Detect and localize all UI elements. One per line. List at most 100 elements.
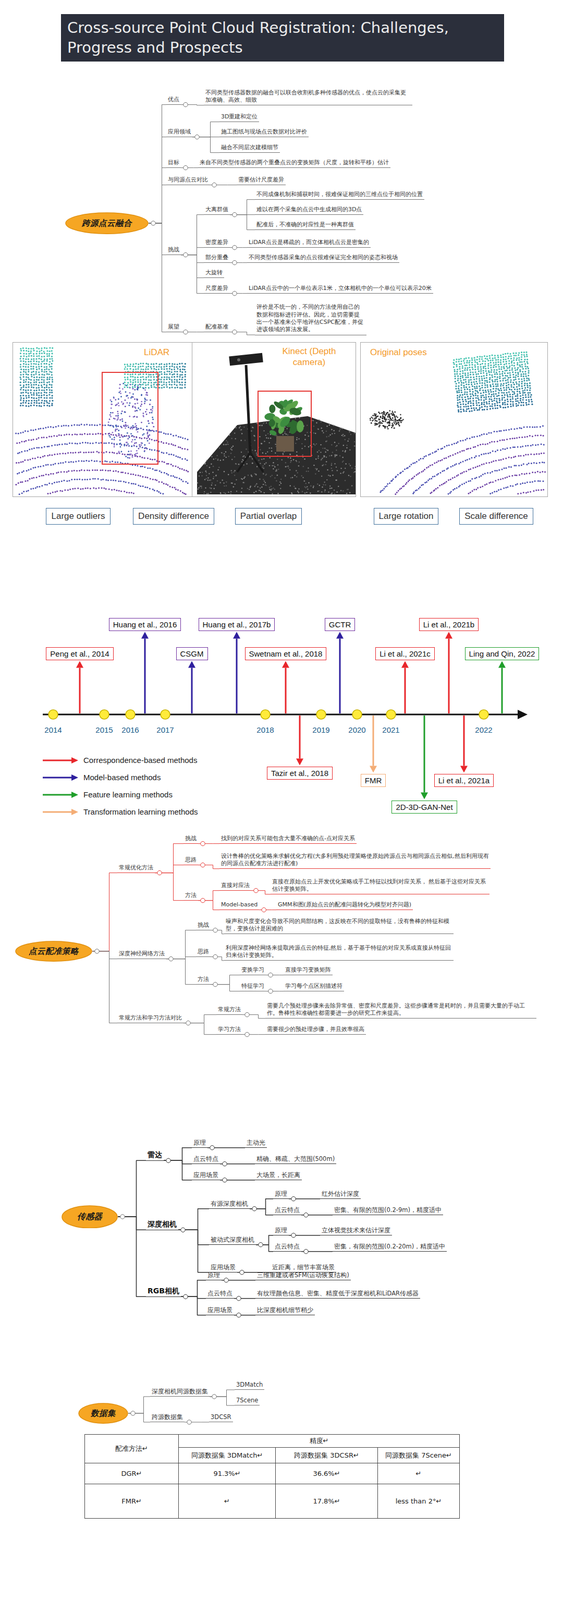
floor-point [270, 475, 272, 477]
point-cloud-dot [119, 438, 121, 441]
point-cloud-dot [33, 399, 35, 401]
point-cloud-dot [32, 392, 35, 394]
point-cloud-dot [30, 360, 32, 363]
point-cloud-dot [51, 373, 53, 376]
point-cloud-dot [38, 376, 41, 378]
floor-point [303, 480, 305, 482]
point-cloud-dot [59, 490, 61, 492]
point-cloud-dot [148, 442, 151, 445]
point-cloud-dot [173, 454, 175, 456]
point-cloud-dot [117, 416, 119, 419]
point-cloud-dot [505, 486, 507, 489]
floor-point [263, 480, 265, 482]
floor-point [312, 485, 314, 487]
floor-point [210, 479, 212, 481]
point-cloud-dot [19, 373, 22, 376]
floor-point [294, 474, 296, 476]
point-cloud-dot [505, 467, 507, 469]
point-cloud-dot [145, 376, 148, 378]
point-cloud-dot [111, 400, 113, 403]
point-cloud-dot [131, 427, 134, 430]
point-cloud-dot [106, 460, 108, 463]
point-cloud-dot [27, 358, 30, 360]
point-cloud-dot [19, 388, 22, 390]
point-cloud-dot [144, 388, 146, 391]
floor-point [251, 462, 253, 464]
point-cloud-dot [49, 454, 51, 456]
point-cloud-dot [166, 370, 168, 373]
point-cloud-dot [170, 368, 173, 371]
point-cloud-dot [84, 441, 87, 444]
point-cloud-dot [125, 481, 127, 483]
point-cloud-dot [170, 463, 173, 465]
floor-point [219, 492, 222, 494]
floor-point [350, 433, 352, 435]
point-cloud-dot [160, 441, 163, 443]
point-cloud-dot [152, 468, 154, 470]
floor-point [344, 479, 346, 481]
point-cloud-dot [73, 423, 76, 426]
floor-point [245, 448, 247, 450]
point-cloud-dot [22, 490, 25, 493]
point-cloud-dot [43, 391, 46, 394]
floor-point [296, 475, 298, 477]
point-cloud-dot [51, 404, 53, 407]
floor-point [328, 424, 330, 426]
floor-point [289, 484, 291, 486]
point-cloud-dot [31, 476, 33, 479]
floor-point [347, 440, 349, 442]
point-cloud-dot [123, 480, 125, 483]
point-cloud-dot [181, 371, 183, 373]
point-cloud-dot [43, 373, 45, 376]
floor-point [304, 486, 307, 488]
floor-point [289, 461, 291, 463]
point-cloud-dot [140, 376, 142, 378]
floor-point [213, 487, 215, 489]
point-cloud-dot [38, 381, 41, 384]
point-cloud-dot [25, 399, 28, 402]
point-cloud-dot [117, 398, 120, 400]
point-cloud-dot [30, 391, 32, 394]
point-cloud-dot [119, 419, 121, 421]
floor-point [348, 437, 350, 439]
point-cloud-dot [22, 388, 25, 391]
floor-point [203, 493, 205, 495]
floor-point [243, 477, 245, 479]
point-cloud-dot [40, 392, 43, 394]
point-cloud-dot [94, 433, 97, 435]
floor-point [320, 451, 322, 453]
point-cloud-dot [35, 399, 38, 402]
floor-point [235, 462, 237, 464]
point-cloud-dot [147, 431, 149, 434]
point-cloud-dot [112, 411, 114, 414]
point-cloud-dot [129, 381, 132, 383]
floor-point [343, 444, 345, 446]
point-cloud-dot [503, 486, 505, 489]
point-cloud-dot [51, 378, 54, 381]
point-cloud-dot [184, 381, 187, 384]
floor-point [329, 474, 331, 476]
point-cloud-dot [114, 398, 117, 401]
point-cloud-dot [79, 487, 82, 490]
point-cloud-dot [148, 373, 150, 376]
point-cloud-dot [20, 386, 22, 389]
point-cloud-dot [119, 442, 122, 445]
point-cloud-dot [163, 461, 166, 463]
point-cloud-dot [51, 368, 53, 370]
floor-point [320, 444, 322, 446]
point-cloud-dot [22, 470, 25, 472]
point-cloud-dot [115, 425, 118, 428]
point-cloud-dot [125, 423, 127, 426]
point-cloud-dot [22, 381, 25, 383]
axis-line [42, 713, 519, 716]
floor-point [341, 456, 344, 458]
point-cloud-dot [22, 397, 25, 399]
point-cloud-dot [109, 479, 112, 481]
point-cloud-dot [101, 469, 104, 471]
point-cloud-dot [125, 390, 127, 393]
floor-point [332, 474, 334, 476]
point-cloud-dot [74, 442, 77, 445]
point-cloud-dot [16, 442, 18, 444]
point-cloud-dot [152, 363, 155, 365]
point-cloud-dot [469, 491, 472, 494]
